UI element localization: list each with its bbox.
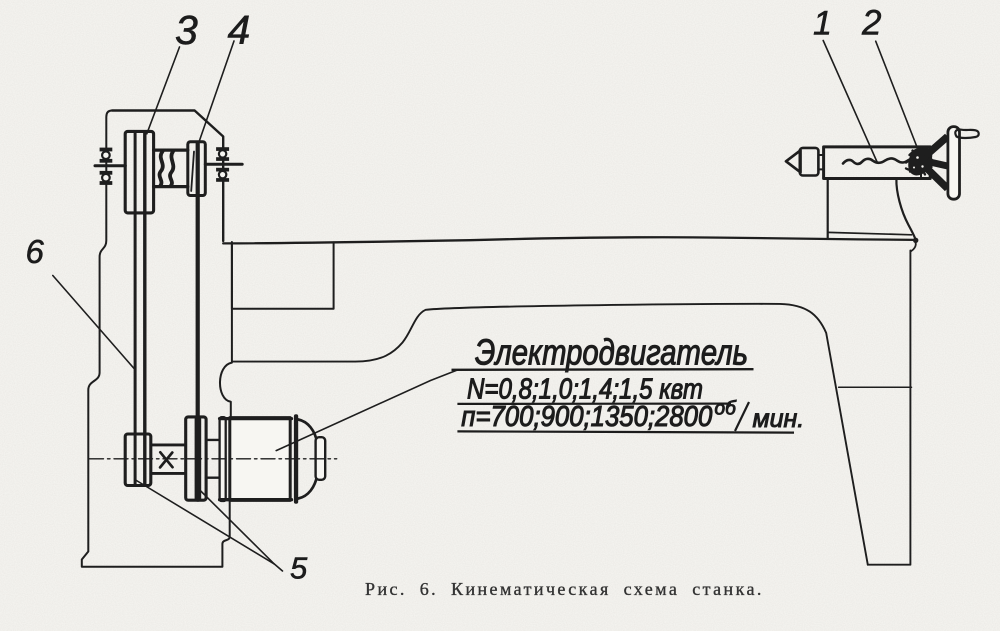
svg-text:2: 2 [861, 4, 881, 43]
svg-text:об: об [715, 399, 738, 420]
svg-text:6: 6 [26, 233, 45, 270]
svg-text:1: 1 [813, 5, 832, 43]
svg-text:3: 3 [175, 7, 198, 53]
svg-text:мин.: мин. [753, 405, 805, 433]
svg-text:п=700;900;1350;2800: п=700;900;1350;2800 [461, 401, 712, 433]
svg-text:5: 5 [290, 551, 308, 586]
svg-text:Рис. 6. Кинематическая схема с: Рис. 6. Кинематическая схема станка. [365, 579, 763, 599]
svg-text:N=0,8;1,0;1,4;1,5 квт: N=0,8;1,0;1,4;1,5 квт [467, 374, 703, 406]
svg-text:Электродвигатель: Электродвигатель [475, 332, 748, 373]
svg-text:4: 4 [228, 7, 251, 53]
